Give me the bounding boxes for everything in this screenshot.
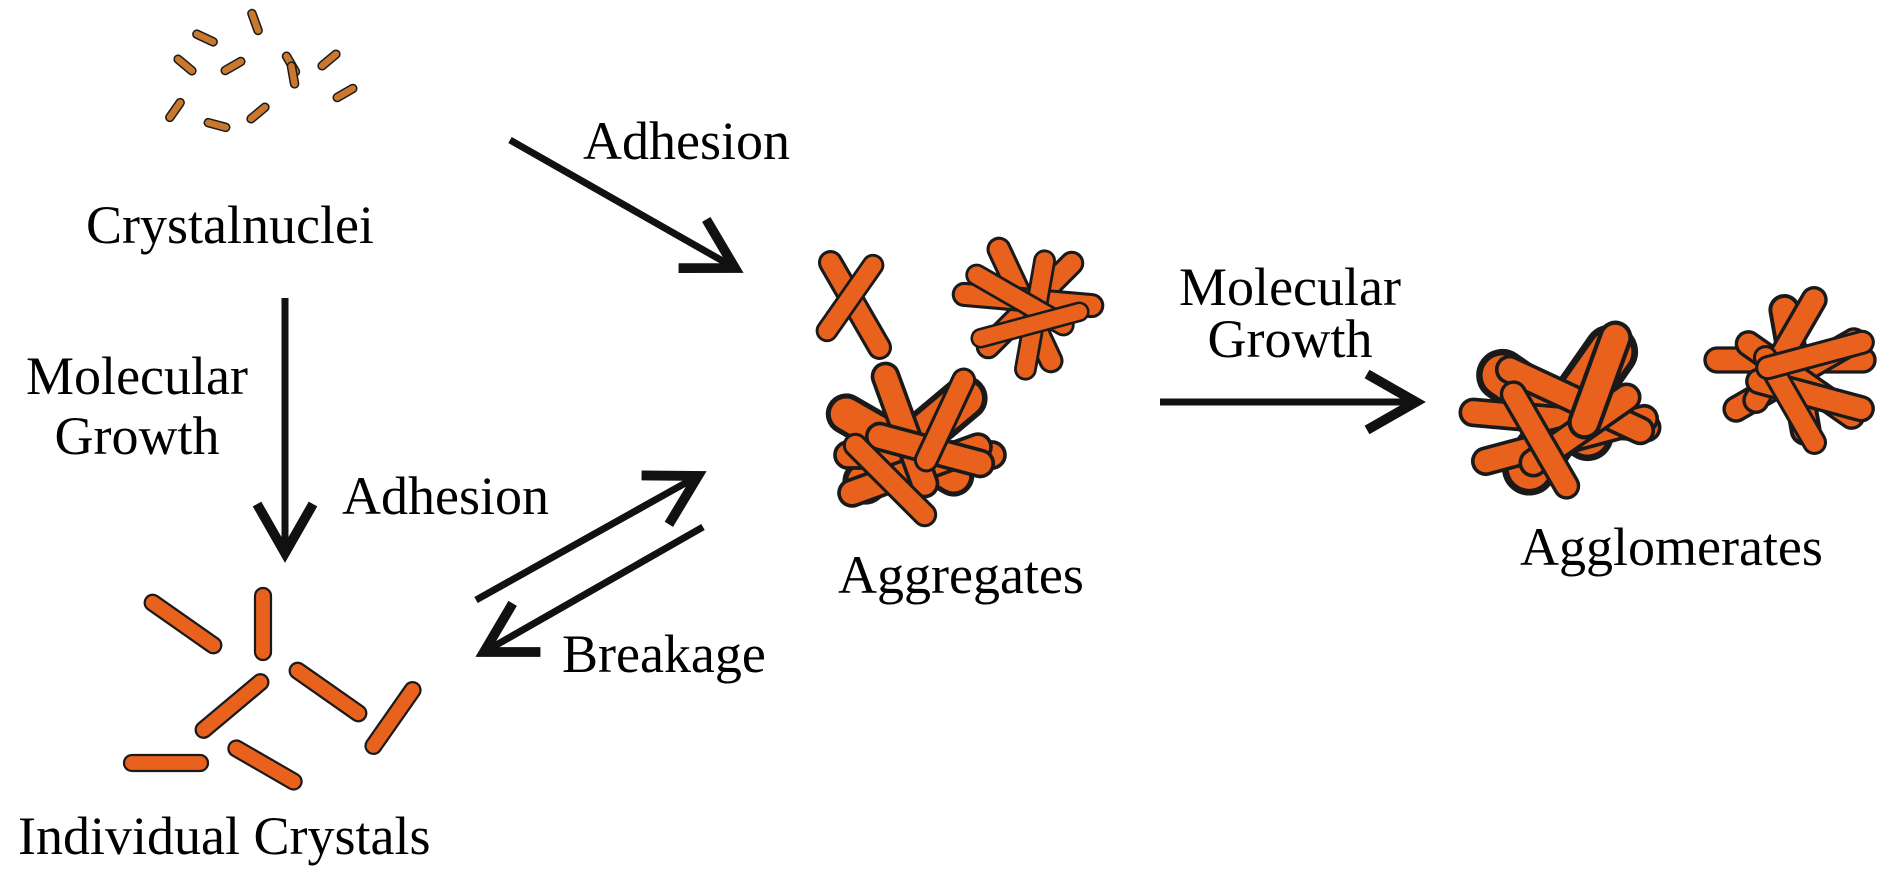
individual-crystals-group <box>122 586 422 791</box>
label-adhesion-top: Adhesion <box>583 111 790 171</box>
aggregate-rod <box>815 253 885 343</box>
individual-crystal <box>288 661 368 723</box>
label-molecular-growth-right-line1: Molecular <box>1179 257 1401 317</box>
crystal-nucleus <box>203 117 231 133</box>
crystal-nucleus <box>220 56 246 76</box>
individual-crystal <box>194 673 270 739</box>
individual-crystal <box>227 739 303 791</box>
aggregate-rod <box>913 367 977 473</box>
label-individual-crystals: Individual Crystals <box>18 806 431 866</box>
individual-crystal <box>122 753 210 773</box>
aggregate-flower-bottom <box>825 361 1007 528</box>
label-aggregates: Aggregates <box>838 545 1084 605</box>
agglomerate-rod <box>1499 380 1581 500</box>
label-crystal-nuclei: Crystalnuclei <box>86 195 374 255</box>
label-adhesion-middle: Adhesion <box>342 466 549 526</box>
agglomerate-left <box>1458 320 1662 500</box>
arrow-adhesion-to-aggregates <box>508 136 744 274</box>
crystal-nucleus <box>247 8 263 36</box>
label-molecular-growth-left-line2: Growth <box>54 406 220 466</box>
arrow-breakage-to-crystals <box>475 523 705 657</box>
aggregate-x-shape <box>815 250 893 360</box>
agglomerate-right <box>1703 286 1877 455</box>
crystal-nucleus <box>246 102 270 124</box>
crystal-nucleus <box>192 29 218 47</box>
crystal-nuclei-cluster <box>165 8 358 133</box>
crystal-nucleus <box>286 61 300 89</box>
label-molecular-growth-left-line1: Molecular <box>26 346 248 406</box>
crystal-nucleus <box>173 54 197 76</box>
individual-crystal <box>143 593 223 655</box>
arrow-adhesion-to-aggregates-lower <box>474 470 707 604</box>
label-breakage: Breakage <box>562 624 766 684</box>
individual-crystal <box>253 586 273 662</box>
aggregate-rod <box>970 301 1090 349</box>
crystal-nucleus <box>317 49 341 71</box>
label-molecular-growth-right-line2: Growth <box>1207 309 1373 369</box>
individual-crystal <box>364 681 422 755</box>
crystal-nucleus <box>332 83 358 103</box>
agglomerate-rod <box>1567 320 1633 440</box>
aggregate-star-top <box>951 236 1105 381</box>
agglomerate-rod <box>1755 329 1875 381</box>
aggregate-rod <box>842 432 938 528</box>
crystal-nucleus <box>165 97 185 123</box>
label-agglomerates: Agglomerates <box>1520 517 1823 577</box>
